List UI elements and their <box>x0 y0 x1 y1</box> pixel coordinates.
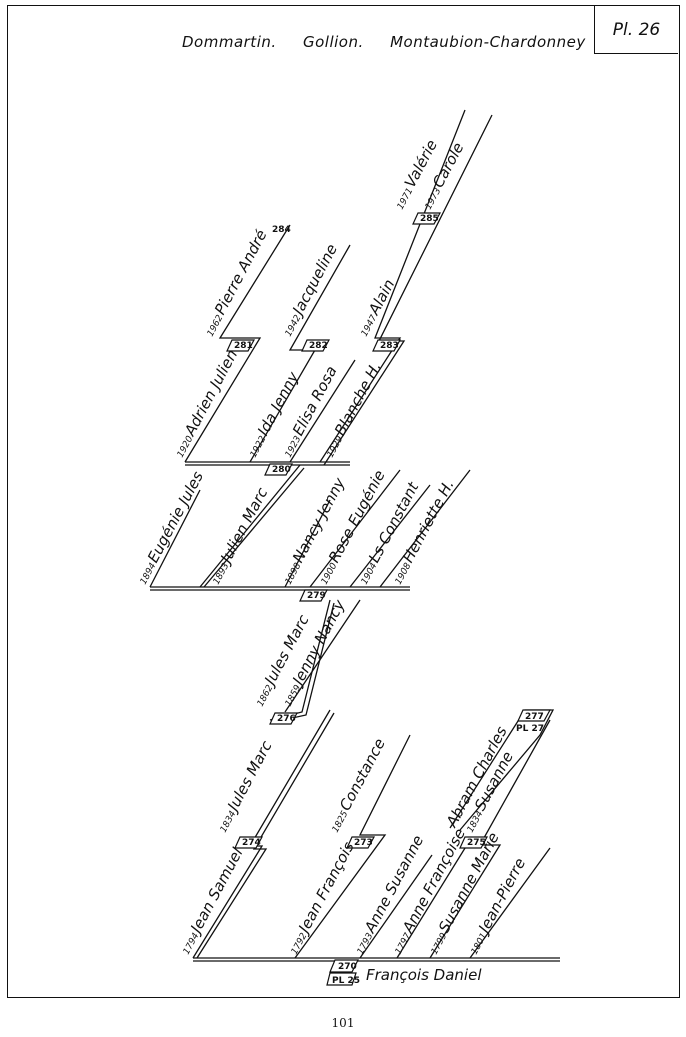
svg-text:1834: 1834 <box>466 809 486 834</box>
svg-text:1923: 1923 <box>284 434 304 459</box>
page-number: 101 <box>331 1016 355 1030</box>
svg-text:Jean Samuel: Jean Samuel <box>185 844 247 938</box>
svg-text:1971: 1971 <box>396 186 416 211</box>
box-283: 283 <box>372 339 402 352</box>
box-pl25: PL 25 <box>326 972 360 986</box>
place-gollion: Gollion. <box>302 33 364 51</box>
svg-text:Julien Marc: Julien Marc <box>215 484 271 568</box>
svg-text:273: 273 <box>354 838 373 848</box>
box-275: 275 <box>459 836 489 849</box>
svg-text:1894: 1894 <box>139 561 159 586</box>
svg-text:Jean François: Jean François <box>293 839 357 939</box>
svg-text:274: 274 <box>242 838 261 848</box>
svg-text:Jules Marc: Jules Marc <box>222 737 276 816</box>
svg-text:1973: 1973 <box>424 186 444 211</box>
svg-text:285: 285 <box>420 214 439 224</box>
box-pl27: PL 27 <box>516 724 544 734</box>
svg-text:PL 27: PL 27 <box>516 724 544 734</box>
svg-text:1794: 1794 <box>182 931 202 956</box>
svg-text:1793: 1793 <box>356 931 376 956</box>
svg-text:1942: 1942 <box>284 313 304 338</box>
svg-text:1900: 1900 <box>320 561 340 586</box>
box-277: 277 <box>517 709 552 722</box>
svg-text:1801: 1801 <box>470 931 490 956</box>
family-tree: 270 PL 25 274 273 275 277 PL 27 276 279 … <box>139 109 560 986</box>
place-montaubion: Montaubion-Chardonney <box>390 33 586 51</box>
svg-text:283: 283 <box>380 341 399 351</box>
svg-text:1929: 1929 <box>326 434 346 459</box>
box-274: 274 <box>234 836 264 849</box>
svg-text:Eugénie Jules: Eugénie Jules <box>144 468 207 565</box>
svg-text:Adrien Julien: Adrien Julien <box>180 347 241 440</box>
places-title: Dommartin. Gollion. Montaubion-Chardonne… <box>182 33 586 51</box>
svg-text:1922: 1922 <box>249 434 269 459</box>
svg-text:Constance: Constance <box>336 735 389 813</box>
svg-text:1792: 1792 <box>290 931 310 956</box>
svg-text:280: 280 <box>272 465 291 475</box>
svg-text:1898: 1898 <box>284 561 304 586</box>
svg-text:1859: 1859 <box>284 683 304 708</box>
plate-number: Pl. 26 <box>594 6 678 54</box>
box-281: 281 <box>226 339 256 352</box>
svg-text:281: 281 <box>234 341 253 351</box>
box-282: 282 <box>301 339 331 352</box>
page-frame <box>7 5 680 998</box>
svg-text:277: 277 <box>525 712 544 722</box>
svg-text:1920: 1920 <box>176 434 196 459</box>
box-270: 270 <box>329 959 359 973</box>
root-name: François Daniel <box>366 966 482 984</box>
svg-text:1862: 1862 <box>256 683 276 708</box>
box-group: 270 PL 25 274 273 275 277 PL 27 276 279 … <box>226 212 552 986</box>
svg-text:PL 25: PL 25 <box>332 976 360 986</box>
svg-text:1834: 1834 <box>219 809 239 834</box>
svg-text:1799: 1799 <box>430 931 450 956</box>
box-279: 279 <box>299 589 329 602</box>
place-dommartin: Dommartin. <box>182 33 277 51</box>
box-273: 273 <box>346 836 376 849</box>
box-280: 280 <box>264 463 294 476</box>
svg-text:279: 279 <box>307 591 326 601</box>
svg-text:284: 284 <box>272 225 291 235</box>
box-276: 276 <box>269 712 299 725</box>
svg-text:1825: 1825 <box>331 809 351 834</box>
box-285: 285 <box>412 212 442 225</box>
svg-text:275: 275 <box>467 838 486 848</box>
svg-text:282: 282 <box>309 341 328 351</box>
svg-text:1797: 1797 <box>394 931 414 956</box>
box-284: 284 <box>272 225 291 235</box>
svg-text:276: 276 <box>277 714 296 724</box>
svg-text:1904: 1904 <box>360 561 380 586</box>
svg-text:270: 270 <box>338 962 357 972</box>
